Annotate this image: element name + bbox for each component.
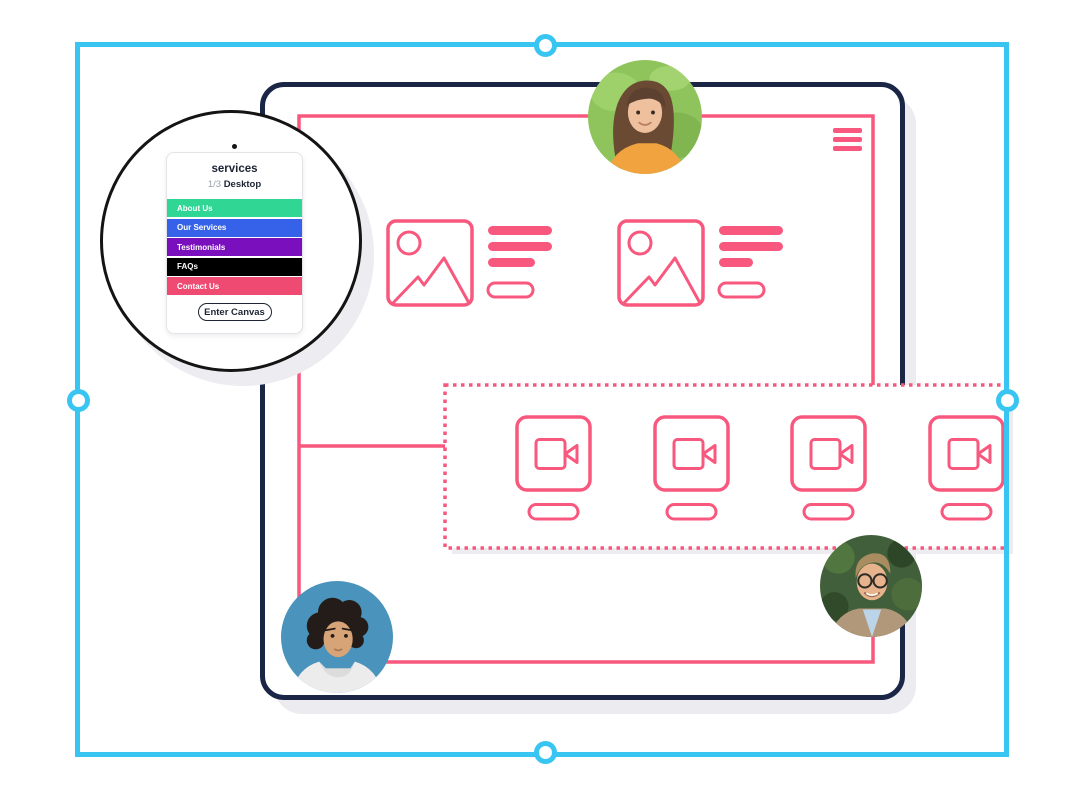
- menu-item-about-us[interactable]: About Us: [167, 199, 302, 217]
- video-card: [653, 415, 730, 521]
- card-anchor-dot: [232, 144, 237, 149]
- text-line-bars: [488, 226, 552, 267]
- services-menu: About Us Our Services Testimonials FAQs …: [167, 199, 302, 295]
- video-card: [790, 415, 867, 521]
- selection-handle-bottom[interactable]: [534, 741, 557, 764]
- selection-handle-top[interactable]: [534, 34, 557, 57]
- services-card-subtitle: 1/3 Desktop: [167, 179, 302, 190]
- pill-button-outline: [486, 281, 535, 299]
- avatar-older-man: [820, 535, 922, 637]
- avatar-woman-art: [588, 60, 702, 174]
- image-placeholder-icon: [386, 219, 474, 307]
- video-camera-icon: [534, 438, 579, 470]
- video-card: [928, 415, 1005, 521]
- avatar-woman: [588, 60, 702, 174]
- video-camera-icon: [672, 438, 717, 470]
- video-card-row: [515, 415, 1005, 521]
- menu-item-contact-us[interactable]: Contact Us: [167, 277, 302, 295]
- hamburger-menu-icon[interactable]: [833, 128, 862, 151]
- avatar-young-man: [281, 581, 393, 693]
- avatar-young-man-art: [281, 581, 393, 693]
- selection-handle-left[interactable]: [67, 389, 90, 412]
- pill-button-outline: [802, 503, 855, 521]
- hero-block-left: [386, 219, 552, 307]
- enter-canvas-button[interactable]: Enter Canvas: [197, 303, 272, 321]
- avatar-older-man-art: [820, 535, 922, 637]
- menu-item-faqs[interactable]: FAQs: [167, 257, 302, 276]
- selection-handle-right[interactable]: [996, 389, 1019, 412]
- device-label: Desktop: [223, 179, 262, 190]
- menu-item-our-services[interactable]: Our Services: [167, 218, 302, 237]
- menu-item-testimonials[interactable]: Testimonials: [167, 238, 302, 256]
- pill-button-outline: [665, 503, 718, 521]
- video-camera-icon: [947, 438, 992, 470]
- hero-block-right: [617, 219, 783, 307]
- video-card: [515, 415, 592, 521]
- video-camera-icon: [809, 438, 854, 470]
- pill-button-outline: [527, 503, 580, 521]
- image-placeholder-icon: [617, 219, 705, 307]
- services-card: services 1/3 Desktop About Us Our Servic…: [166, 152, 303, 334]
- pill-button-outline: [940, 503, 993, 521]
- selection-frame: [75, 42, 1009, 757]
- pill-button-outline: [717, 281, 766, 299]
- page-indicator: 1/3: [207, 179, 222, 190]
- video-section-dotted-box: [443, 383, 1009, 550]
- text-line-bars: [719, 226, 783, 267]
- services-card-title: services: [211, 163, 258, 175]
